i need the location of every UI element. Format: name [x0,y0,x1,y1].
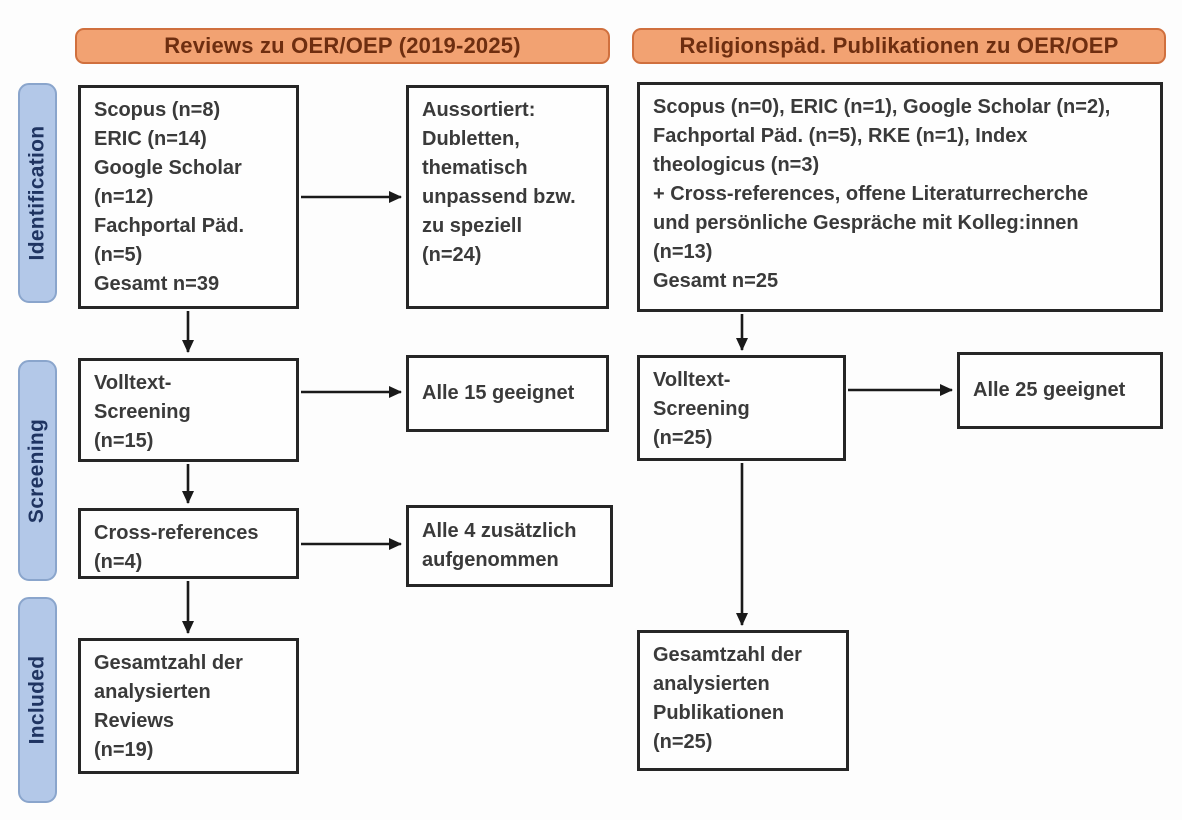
node-right-identification: Scopus (n=0), ERIC (n=1), Google Scholar… [637,82,1163,312]
node-right-included-total: Gesamtzahl der analysierten Publikatione… [637,630,849,771]
stage-label-identification: Identification [18,83,57,303]
node-right-screening-result: Alle 25 geeignet [957,352,1163,429]
node-left-screening-result: Alle 15 geeignet [406,355,609,432]
node-left-excluded: Aussortiert: Dubletten, thematisch unpas… [406,85,609,309]
node-left-included-total: Gesamtzahl der analysierten Reviews (n=1… [78,638,299,774]
stage-label-screening: Screening [18,360,57,581]
stage-label-included: Included [18,597,57,803]
node-left-crossreferences: Cross-references (n=4) [78,508,299,579]
node-left-crossref-result: Alle 4 zusätzlich aufgenommen [406,505,613,587]
stage-label-screening-text: Screening [25,418,49,523]
node-right-fulltext-screening: Volltext- Screening (n=25) [637,355,846,461]
stage-label-included-text: Included [25,655,49,745]
stage-label-identification-text: Identification [25,125,49,261]
node-left-identification: Scopus (n=8) ERIC (n=14) Google Scholar … [78,85,299,309]
node-left-fulltext-screening: Volltext- Screening (n=15) [78,358,299,462]
column-header-religionspaed: Religionspäd. Publikationen zu OER/OEP [632,28,1166,64]
column-header-reviews: Reviews zu OER/OEP (2019-2025) [75,28,610,64]
